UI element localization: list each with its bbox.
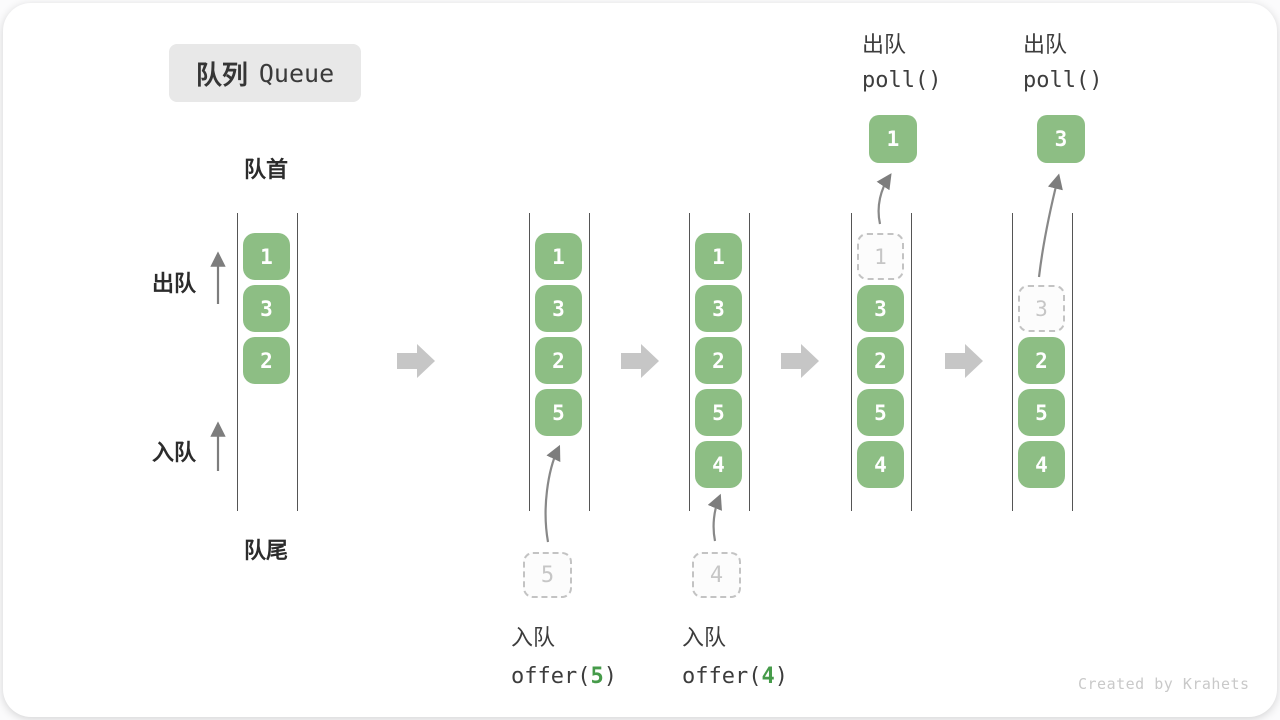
queue-element: 3 (535, 285, 582, 332)
operation-code: offer(4) (682, 664, 788, 689)
step-arrow-3 (781, 344, 819, 378)
queue-column-state2: 1 3 2 5 (529, 213, 590, 511)
queue-element: 2 (1018, 337, 1065, 384)
queue-column-state4: 1 3 2 5 4 (851, 213, 912, 511)
operation-action: 入队 (682, 625, 727, 650)
incoming-element-5: 5 (523, 552, 572, 598)
operation-action: 出队 (862, 32, 907, 57)
watermark-credit: Created by Krahets (1078, 675, 1250, 693)
queue-element: 4 (1018, 441, 1065, 488)
queue-element: 5 (1018, 389, 1065, 436)
step-arrow-1 (397, 344, 435, 378)
title-zh: 队列 (195, 59, 248, 90)
dequeued-element-1: 1 (869, 115, 917, 163)
operation-code: offer(5) (511, 664, 617, 689)
queue-element: 2 (695, 337, 742, 384)
code-arg: 4 (761, 664, 775, 689)
code-pre: offer( (511, 664, 591, 689)
label-enqueue: 入队 (152, 440, 197, 465)
queue-element: 5 (857, 389, 904, 436)
incoming-element-4: 4 (692, 552, 741, 598)
queue-element: 1 (695, 233, 742, 280)
operation-action: 入队 (511, 625, 556, 650)
queue-element: 4 (695, 441, 742, 488)
queue-column-state1: 1 3 2 (237, 213, 298, 511)
queue-element: 1 (535, 233, 582, 280)
label-queue-head: 队首 (244, 157, 289, 182)
queue-element: 1 (243, 233, 290, 280)
queue-column-state5: 3 2 5 4 (1012, 213, 1073, 511)
label-queue-tail: 队尾 (244, 538, 289, 563)
operation-label-offer-4: 入队 offer(4) (682, 620, 788, 689)
operation-code: poll() (1023, 68, 1103, 93)
step-arrow-2 (621, 344, 659, 378)
code-post: ) (603, 664, 617, 689)
queue-element-ghost: 1 (857, 233, 904, 280)
queue-element: 4 (857, 441, 904, 488)
code-arg: 5 (590, 664, 604, 689)
title-badge: 队列 Queue (169, 44, 361, 102)
queue-element-ghost: 3 (1018, 285, 1065, 332)
operation-action: 出队 (1023, 32, 1068, 57)
queue-element: 5 (535, 389, 582, 436)
dequeued-element-3: 3 (1037, 115, 1085, 163)
step-arrow-4 (945, 344, 983, 378)
title-en: Queue (258, 58, 335, 88)
operation-label-poll-3: 出队 poll() (1023, 27, 1102, 93)
queue-element: 3 (695, 285, 742, 332)
queue-element: 2 (243, 337, 290, 384)
code-post: ) (774, 664, 788, 689)
queue-element: 2 (535, 337, 582, 384)
queue-element: 3 (857, 285, 904, 332)
operation-label-offer-5: 入队 offer(5) (511, 620, 617, 689)
operation-code: poll() (862, 68, 942, 93)
queue-element: 5 (695, 389, 742, 436)
code-pre: offer( (682, 664, 762, 689)
operation-label-poll-1: 出队 poll() (862, 27, 941, 93)
queue-element: 3 (243, 285, 290, 332)
label-dequeue: 出队 (152, 271, 197, 296)
queue-element: 2 (857, 337, 904, 384)
queue-column-state3: 1 3 2 5 4 (689, 213, 750, 511)
